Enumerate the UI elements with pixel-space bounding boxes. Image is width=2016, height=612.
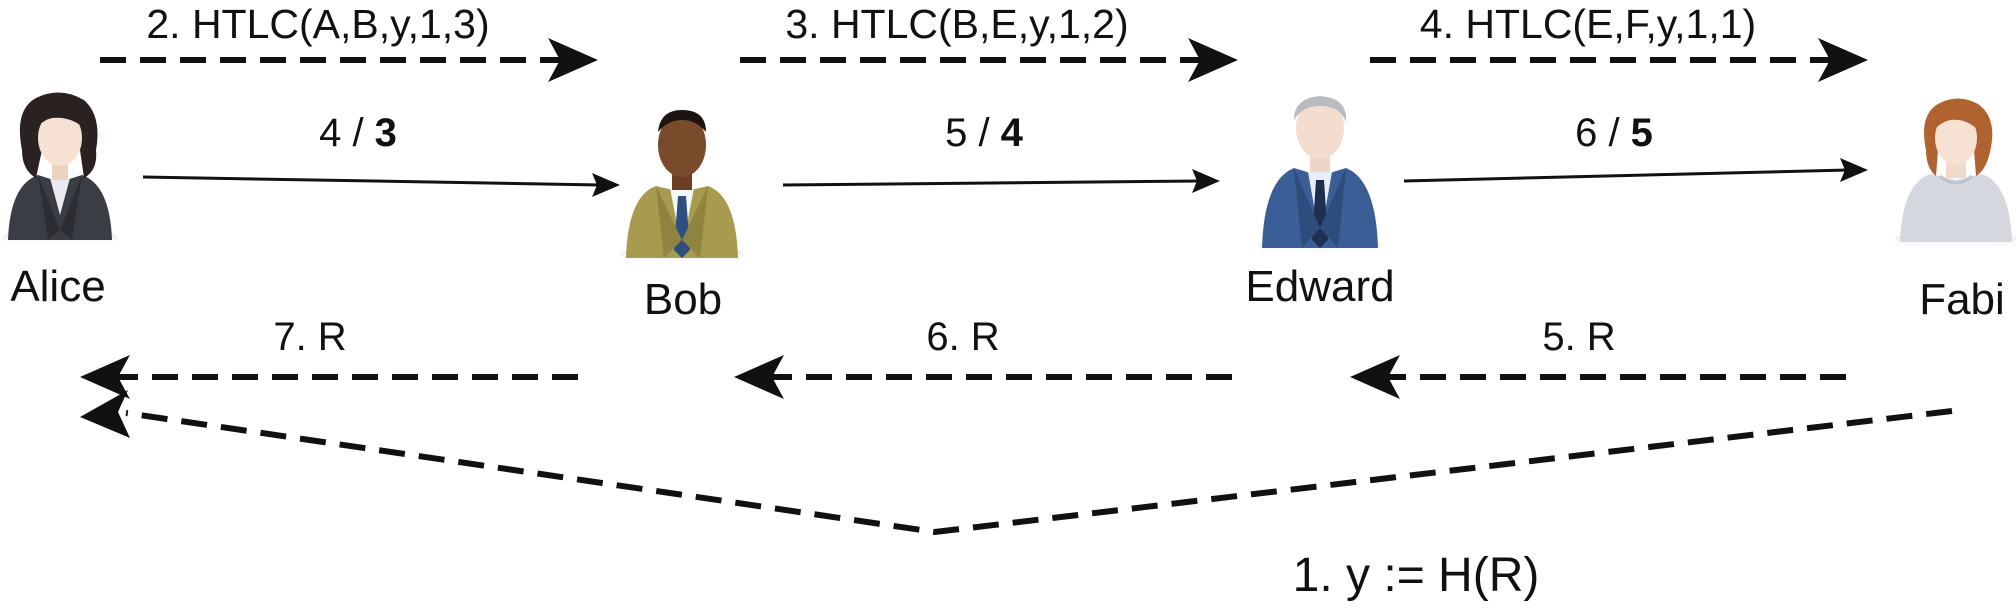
amount-value: 5 [945, 111, 968, 155]
amount-value: 6 [1575, 111, 1598, 155]
participant-name-alice: Alice [10, 262, 106, 311]
htlc-step-label: 3. HTLC(B,E,y,1,2) [785, 1, 1129, 47]
fee-amount-value: 3 [374, 111, 397, 155]
participant-name-edward: Edward [1245, 262, 1395, 311]
preimage-arrowhead [80, 390, 130, 438]
amount-value: 4 [319, 111, 342, 155]
htlc-step-label: 4. HTLC(E,F,y,1,1) [1419, 1, 1757, 47]
participant-name-fabi: Fabi [1919, 275, 2005, 324]
reveal-arrowhead-bob-alice [80, 355, 130, 399]
payment-arrowhead-bob-edward [1192, 169, 1220, 193]
fee-amount-value: 4 [1000, 111, 1023, 155]
reveal-step-label: 7. R [273, 315, 347, 359]
participant-name-bob: Bob [643, 275, 723, 324]
reveal-step-label: 6. R [926, 315, 1000, 359]
payment-arrow-bob-edward [782, 179, 1201, 187]
amount-separator: / [341, 111, 375, 155]
payment-arrow-alice-bob [142, 175, 601, 187]
payment-arrowhead-edward-fabi [1840, 158, 1868, 182]
htlc-arrowhead-e-f [1818, 38, 1868, 82]
payment-amount-label: 6 / 5 [1575, 113, 1653, 153]
alice-avatar [2, 92, 118, 248]
payment-amount-label: 4 / 3 [319, 113, 397, 153]
reveal-arrowhead-edward-bob [734, 355, 784, 399]
htlc-arrowhead-b-e [1188, 38, 1238, 82]
fabi-avatar [1894, 98, 2016, 250]
htlc-step-label: 2. HTLC(A,B,y,1,3) [146, 1, 490, 47]
payment-amount-label: 5 / 4 [945, 113, 1023, 153]
hash-step-label: 1. y := H(R) [1292, 549, 1540, 602]
bob-avatar [620, 110, 744, 265]
reveal-step-label: 5. R [1542, 315, 1616, 359]
preimage-arrow [125, 408, 1953, 536]
amount-separator: / [1597, 111, 1631, 155]
amount-separator: / [967, 111, 1001, 155]
htlc-arrowhead-a-b [548, 38, 598, 82]
fee-amount-value: 5 [1630, 111, 1653, 155]
payment-arrow-edward-fabi [1403, 168, 1849, 183]
reveal-arrowhead-fabi-edward [1350, 355, 1400, 399]
payment-arrowhead-alice-bob [592, 173, 620, 197]
edward-avatar [1258, 96, 1382, 256]
